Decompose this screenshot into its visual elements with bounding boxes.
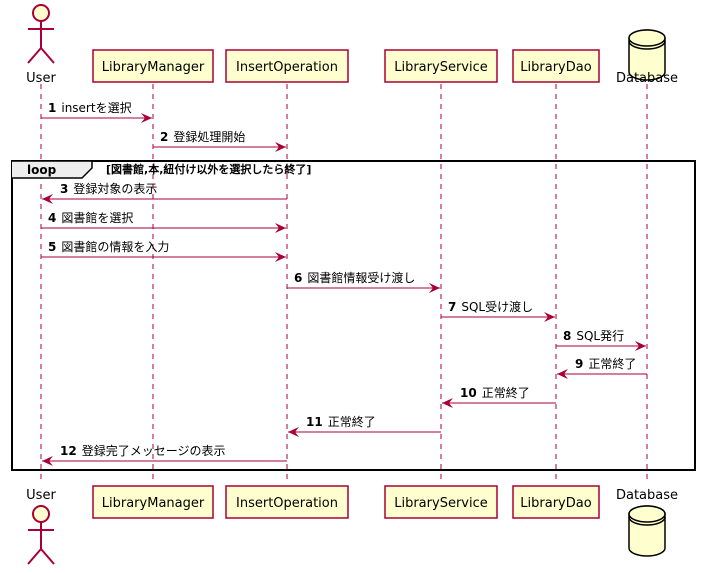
participant-box-insert-bottom: InsertOperation [225, 485, 349, 519]
participant-label-manager: LibraryManager [102, 496, 205, 511]
message-label: 1 insertを選択 [48, 101, 132, 115]
database-db-bottom: Database [616, 488, 678, 557]
message-number: 2 [160, 130, 168, 144]
participant-label-dao: LibraryDao [520, 496, 591, 511]
messages: 1 insertを選択 2 登録処理開始 3 登録対象の表示 4 図書館を選択 5 図書館の情報を… [41, 101, 647, 466]
participant-box-dao-bottom: LibraryDao [512, 485, 600, 519]
participant-label-db: Database [616, 71, 678, 86]
actor-user-bottom: User [26, 488, 56, 565]
message-label: 8 SQL発行 [563, 329, 624, 343]
message-12: 12 登録完了メッセージの表示 [42, 443, 287, 466]
message-5: 5 図書館の情報を入力 [41, 239, 286, 262]
message-text: 図書館の情報を入力 [61, 239, 169, 254]
loop-frame: loop [図書館,本,紐付け以外を選択したら終了] [11, 160, 696, 471]
message-text: 正常終了 [588, 356, 636, 371]
participant-box-manager-top: LibraryManager [92, 49, 214, 83]
loop-condition: [図書館,本,紐付け以外を選択したら終了] [106, 162, 311, 176]
message-11: 11 正常終了 [288, 414, 441, 437]
message-text: 図書館情報受け渡し [307, 270, 415, 285]
message-text: insertを選択 [61, 101, 131, 115]
loop-keyword: loop [27, 163, 57, 177]
message-number: 1 [48, 101, 56, 115]
message-label: 4 図書館を選択 [48, 210, 133, 225]
participant-box-service-top: LibraryService [384, 49, 498, 83]
message-number: 3 [60, 182, 68, 196]
message-text: 正常終了 [328, 414, 376, 429]
message-3: 3 登録対象の表示 [42, 181, 287, 204]
message-label: 2 登録処理開始 [160, 129, 245, 144]
message-text: 正常終了 [482, 385, 530, 400]
message-label: 6 図書館情報受け渡し [294, 270, 415, 285]
message-2: 2 登録処理開始 [153, 129, 286, 152]
message-8: 8 SQL発行 [556, 329, 646, 351]
message-number: 5 [48, 240, 56, 254]
lifelines [40, 84, 648, 484]
database-db-top: Database [616, 29, 678, 86]
message-text: 図書館を選択 [61, 210, 133, 225]
message-label: 3 登録対象の表示 [60, 181, 157, 196]
participant-label-manager: LibraryManager [102, 60, 205, 75]
participant-label-service: LibraryService [394, 60, 488, 75]
message-7: 7 SQL受け渡し [441, 299, 555, 322]
participant-label-dao: LibraryDao [520, 60, 591, 75]
message-text: SQL受け渡し [461, 299, 533, 314]
message-label: 11 正常終了 [306, 414, 376, 429]
loop-tab [12, 160, 93, 179]
participant-label-user: User [26, 71, 56, 86]
participant-label-insert: InsertOperation [236, 60, 338, 75]
message-10: 10 正常終了 [442, 385, 556, 408]
participant-box-insert-top: InsertOperation [225, 49, 349, 83]
message-number: 11 [306, 415, 323, 429]
message-label: 7 SQL受け渡し [448, 299, 533, 314]
participant-label-db: Database [616, 488, 678, 503]
message-label: 10 正常終了 [460, 385, 530, 400]
message-number: 8 [563, 329, 571, 343]
participant-label-user: User [26, 488, 56, 503]
participant-box-dao-top: LibraryDao [512, 49, 600, 83]
participant-heads: UserUserLibraryManagerLibraryManagerInse… [26, 4, 678, 565]
message-number: 12 [60, 444, 77, 458]
message-label: 12 登録完了メッセージの表示 [60, 443, 225, 458]
message-number: 9 [575, 357, 583, 371]
message-text: 登録処理開始 [173, 129, 245, 144]
message-number: 7 [448, 300, 456, 314]
participant-box-service-bottom: LibraryService [384, 485, 498, 519]
message-number: 6 [294, 271, 302, 285]
message-text: 登録完了メッセージの表示 [82, 443, 226, 458]
message-number: 4 [48, 211, 56, 225]
message-number: 10 [460, 386, 477, 400]
loop-border [11, 160, 696, 471]
participant-label-insert: InsertOperation [236, 496, 338, 511]
actor-user-top: User [26, 4, 56, 86]
message-text: 登録対象の表示 [73, 181, 157, 196]
message-6: 6 図書館情報受け渡し [287, 270, 440, 293]
message-1: 1 insertを選択 [41, 101, 152, 123]
message-label: 9 正常終了 [575, 356, 636, 371]
message-9: 9 正常終了 [557, 356, 647, 379]
participant-label-service: LibraryService [394, 496, 488, 511]
participant-box-manager-bottom: LibraryManager [92, 485, 214, 519]
message-label: 5 図書館の情報を入力 [48, 239, 169, 254]
message-4: 4 図書館を選択 [41, 210, 286, 233]
message-text: SQL発行 [576, 329, 624, 343]
